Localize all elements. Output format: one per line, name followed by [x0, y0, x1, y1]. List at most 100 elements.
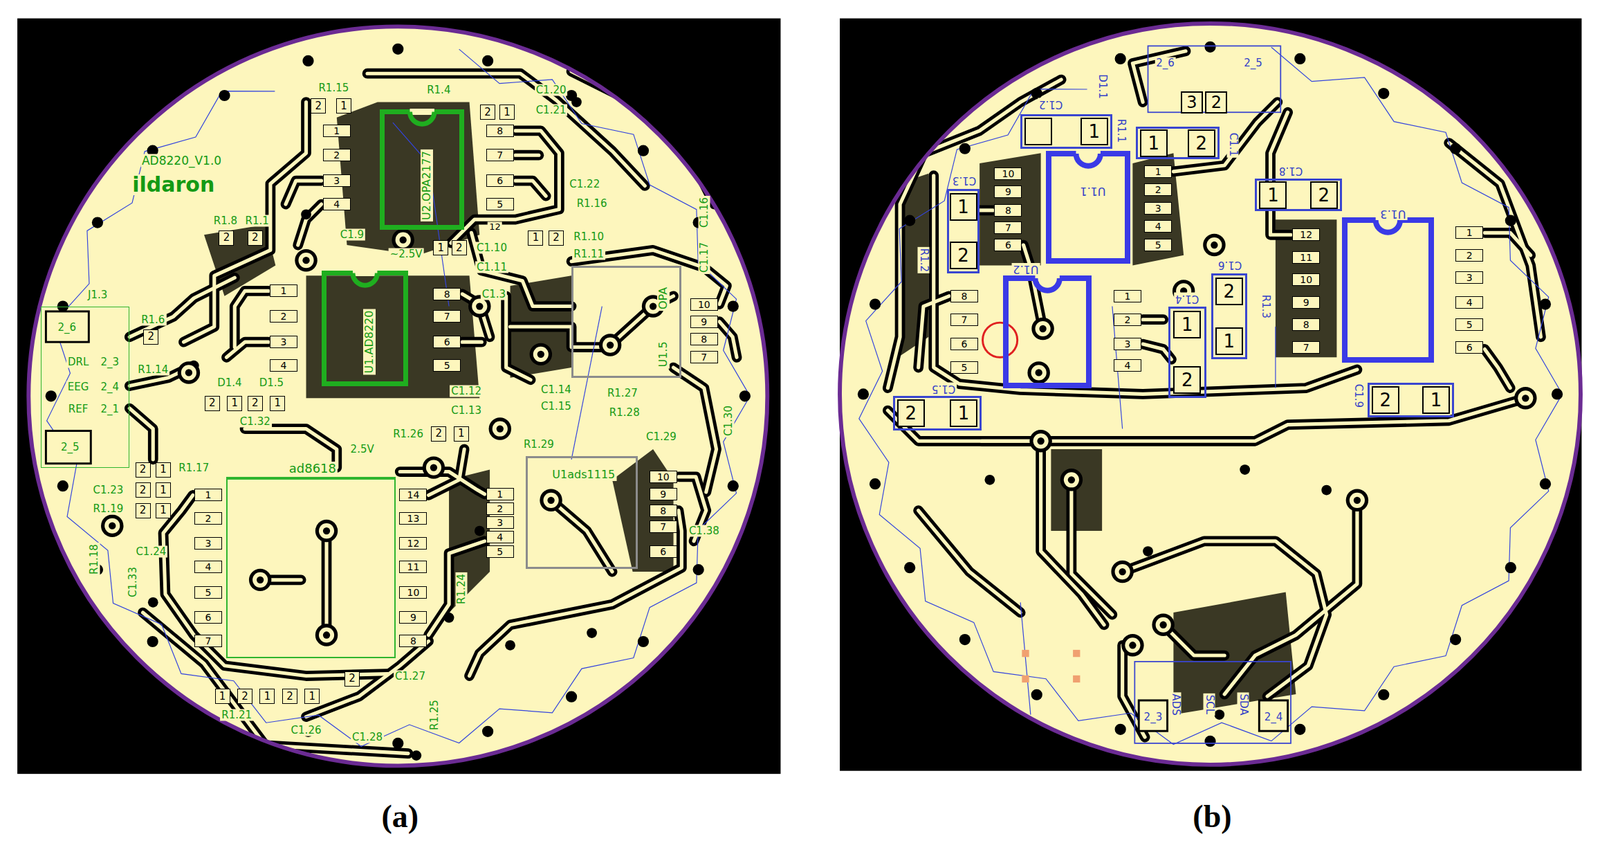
pad-number: 1 [1258, 181, 1287, 209]
via-hole [537, 350, 545, 358]
pin-number: 8 [994, 204, 1022, 217]
part-name: U1.1 [1079, 184, 1108, 198]
mounting-via [1294, 53, 1306, 65]
mounting-via [1449, 633, 1461, 645]
capacitor-footprint: 1 [1020, 114, 1113, 149]
module-outline: U1ads1115 [525, 455, 638, 568]
notch-arc [1375, 219, 1400, 233]
pad-number: 1 [433, 240, 449, 256]
pad-number: 2 [247, 230, 263, 246]
capacitor-footprint: 12 [946, 188, 980, 274]
part-label: C1.8 [1277, 164, 1304, 177]
via-ring [1063, 471, 1080, 487]
via-hole [1035, 368, 1043, 376]
pad-number: 2 [282, 688, 298, 704]
pin-number: 6 [994, 238, 1022, 252]
trace-clearance [143, 612, 409, 754]
pin-number: 6 [433, 335, 461, 348]
trace [324, 530, 328, 635]
pin-number: 5 [194, 585, 223, 599]
pin-number: 6 [1455, 341, 1484, 354]
via-ring [1517, 390, 1533, 406]
error-marker [982, 322, 1018, 357]
via [1031, 317, 1054, 340]
part-label: ADS [1169, 691, 1182, 716]
trace [1142, 343, 1172, 360]
trace-clearance [1142, 343, 1172, 360]
via [1142, 545, 1154, 557]
mounting-via [1031, 688, 1043, 701]
pad-number: 2 [451, 240, 467, 256]
mounting-via [1539, 298, 1551, 310]
pin-number: 14 [399, 488, 427, 501]
pin-number: 5 [1455, 318, 1484, 331]
trace-clearance [285, 180, 322, 205]
mounting-via [727, 480, 739, 492]
mounting-via [218, 89, 230, 101]
via-hole [302, 256, 310, 264]
part-label: C1.33 [126, 565, 139, 599]
trace [143, 612, 409, 754]
via-hole [323, 527, 330, 535]
via-hole [1068, 475, 1075, 483]
trace-clearance [918, 510, 1022, 613]
via [1202, 233, 1226, 256]
mounting-via [869, 477, 881, 490]
trace [1132, 51, 1186, 103]
pin-number: 3 [194, 536, 223, 550]
via-ring [318, 626, 335, 642]
pad-number: 1 [499, 104, 515, 120]
part-label: R1.14 [136, 363, 170, 375]
ratsnest-line [392, 122, 449, 307]
pad-number: 2 [1310, 181, 1338, 209]
notch-gap [409, 108, 434, 115]
via-hole [496, 424, 504, 432]
trace-clearance [163, 494, 389, 676]
part-label: C1.24 [134, 545, 168, 557]
pin-number: 10 [649, 470, 678, 483]
pad-number: 2 [218, 230, 234, 246]
pad-number: 1 [949, 192, 978, 221]
pin-number: 8 [690, 332, 719, 346]
notch-arc [1035, 278, 1060, 291]
trace-clearance [933, 175, 1358, 395]
trace [515, 180, 546, 196]
part-label: R1.6 [139, 313, 167, 326]
trace-clearance [1122, 540, 1327, 696]
via-ring [1206, 237, 1222, 253]
capacitor-footprint: 12 [1168, 306, 1207, 399]
ic-notch [1341, 217, 1434, 245]
mounting-via [857, 388, 869, 400]
ic-outline: U2.OPA2177 [379, 109, 465, 230]
pin-number: 7 [486, 148, 514, 162]
via [300, 208, 312, 220]
via-hole [256, 576, 264, 584]
pin-number: 5 [486, 545, 514, 558]
via-ring [318, 522, 335, 539]
trace-clearance [1132, 51, 1186, 103]
part-label: R1.25 [428, 697, 441, 732]
board [839, 18, 1582, 771]
capacitor-footprint: 21 [1211, 273, 1248, 360]
trace [515, 153, 539, 158]
pin-number: 8 [486, 124, 514, 137]
mounting-via [1377, 688, 1390, 701]
mounting-via [565, 691, 577, 703]
via-hole [108, 522, 116, 530]
pad-number: 1 [259, 688, 275, 704]
via [315, 623, 338, 646]
trace-clearance [428, 540, 485, 636]
mounting-via [959, 633, 971, 645]
part-name: U1.AD8220 [363, 308, 376, 375]
trace-clearance [462, 336, 482, 348]
pad-number: 2 [897, 399, 925, 427]
board [17, 18, 781, 775]
ratsnest-line [1020, 601, 1031, 714]
trace-clearance [506, 296, 531, 380]
trace-clearance [321, 530, 333, 635]
pad-number: 2 [135, 482, 151, 498]
trace-clearance [1071, 479, 1113, 615]
trace-clearance [515, 180, 546, 196]
pin-number: 4 [1144, 219, 1172, 233]
